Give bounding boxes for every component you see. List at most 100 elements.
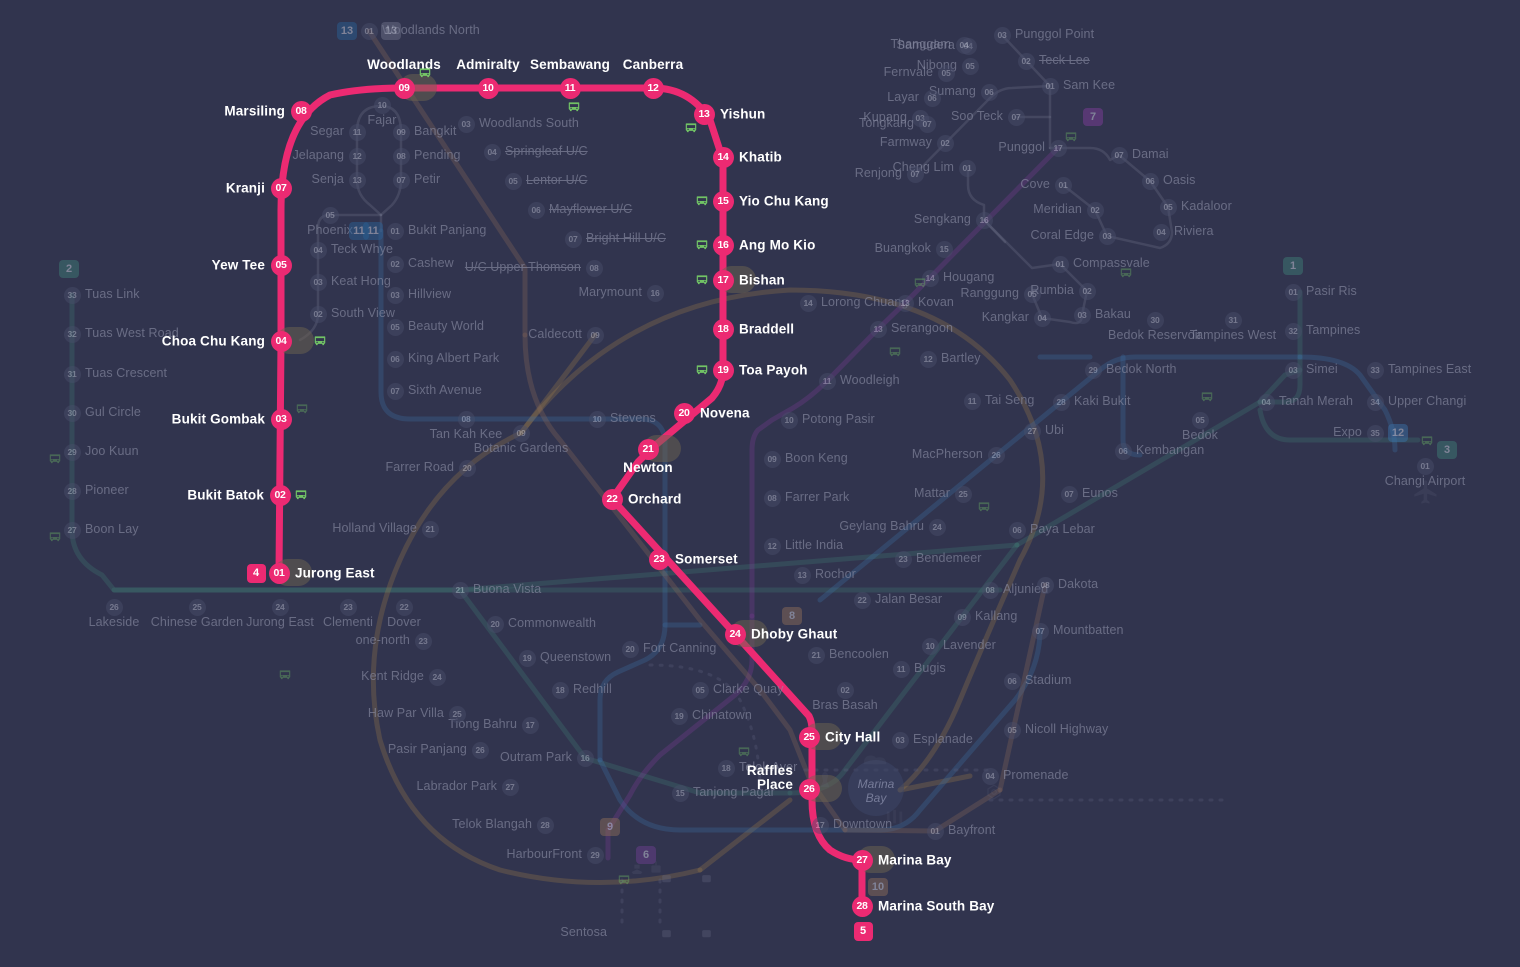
background-station-node[interactable]: 05	[961, 57, 979, 75]
background-station-node[interactable]: 07	[1031, 622, 1049, 640]
background-station-node[interactable]: 16	[975, 211, 993, 229]
background-station-node[interactable]: 05	[1159, 198, 1177, 216]
background-station-node[interactable]: 09	[392, 123, 410, 141]
background-station-node[interactable]: 09	[953, 608, 971, 626]
background-station-node[interactable]: 34	[1366, 393, 1384, 411]
background-station-node[interactable]: 07	[1007, 108, 1025, 126]
background-station-node[interactable]: 15	[671, 784, 689, 802]
background-station-node[interactable]: 09	[763, 450, 781, 468]
background-station-node[interactable]: 19	[518, 649, 536, 667]
nsl-station-node[interactable]: 17	[712, 269, 734, 291]
background-station-node[interactable]: 21	[421, 520, 439, 538]
background-station-node[interactable]: 26	[471, 741, 489, 759]
nsl-station-node[interactable]: 26	[798, 778, 820, 800]
background-station-node[interactable]: 01	[958, 159, 976, 177]
background-station-node[interactable]: 32	[1284, 322, 1302, 340]
background-station-node[interactable]: 01	[1041, 77, 1059, 95]
background-station-node[interactable]: 18	[551, 681, 569, 699]
background-station-node[interactable]: 15	[935, 240, 953, 258]
background-station-node[interactable]: 06	[386, 350, 404, 368]
background-station-node[interactable]: 12	[763, 537, 781, 555]
background-station-node[interactable]: 20	[621, 640, 639, 658]
background-station-node[interactable]: 25	[954, 485, 972, 503]
nsl-station-node[interactable]: 11	[559, 77, 581, 99]
background-station-node[interactable]: 06	[980, 83, 998, 101]
nsl-station-node[interactable]: 19	[712, 359, 734, 381]
background-station-node[interactable]: 35	[1366, 424, 1384, 442]
background-station-node[interactable]: 17	[521, 716, 539, 734]
background-station-node[interactable]: 08	[1036, 576, 1054, 594]
background-station-node[interactable]: 01	[1054, 176, 1072, 194]
nsl-station-node[interactable]: 24	[724, 623, 746, 645]
background-station-node[interactable]: 05	[321, 206, 339, 224]
background-station-node[interactable]: 01	[926, 822, 944, 840]
background-station-node[interactable]: 22	[853, 591, 871, 609]
background-station-node[interactable]: 19	[670, 707, 688, 725]
background-station-node[interactable]: 14	[921, 269, 939, 287]
background-station-node[interactable]: 06	[923, 89, 941, 107]
background-station-node[interactable]: 07	[1060, 485, 1078, 503]
background-station-node[interactable]: 03	[457, 115, 475, 133]
background-station-node[interactable]: 03	[911, 109, 929, 127]
background-station-node[interactable]: 28	[1052, 393, 1070, 411]
background-station-node[interactable]: 03	[309, 273, 327, 291]
background-station-node[interactable]: 13	[869, 320, 887, 338]
background-station-node[interactable]: 30	[1146, 311, 1164, 329]
background-station-node[interactable]: 10	[588, 410, 606, 428]
background-station-node[interactable]: 21	[807, 646, 825, 664]
nsl-station-node[interactable]: 22	[601, 488, 623, 510]
background-station-node[interactable]: 07	[564, 230, 582, 248]
background-station-node[interactable]: 32	[63, 325, 81, 343]
background-station-node[interactable]: 08	[457, 410, 475, 428]
background-station-node[interactable]: 03	[1073, 306, 1091, 324]
background-station-node[interactable]: 08	[763, 489, 781, 507]
background-station-node[interactable]: 01	[360, 22, 378, 40]
background-station-node[interactable]: 33	[1366, 361, 1384, 379]
background-station-node[interactable]: 06	[527, 201, 545, 219]
background-station-node[interactable]: 20	[486, 615, 504, 633]
background-station-node[interactable]: 16	[576, 749, 594, 767]
background-station-node[interactable]: 09	[512, 424, 530, 442]
nsl-station-node[interactable]: 21	[637, 438, 659, 460]
background-station-node[interactable]: 05	[1003, 721, 1021, 739]
background-station-node[interactable]: 03	[1284, 361, 1302, 379]
background-station-node[interactable]: 16	[646, 284, 664, 302]
background-station-node[interactable]: 04	[959, 37, 977, 55]
nsl-station-node[interactable]: 03	[270, 408, 292, 430]
background-station-node[interactable]: 04	[483, 143, 501, 161]
background-station-node[interactable]: 07	[392, 171, 410, 189]
nsl-station-node[interactable]: 15	[712, 190, 734, 212]
background-station-node[interactable]: 29	[63, 443, 81, 461]
background-station-node[interactable]: 02	[1078, 282, 1096, 300]
background-station-node[interactable]: 28	[536, 816, 554, 834]
background-station-node[interactable]: 01	[1051, 255, 1069, 273]
background-station-node[interactable]: 27	[63, 521, 81, 539]
background-station-node[interactable]: 26	[987, 446, 1005, 464]
background-station-node[interactable]: 12	[348, 147, 366, 165]
background-station-node[interactable]: 11	[963, 392, 981, 410]
background-station-node[interactable]: 01	[1416, 457, 1434, 475]
background-station-node[interactable]: 02	[309, 305, 327, 323]
nsl-station-node[interactable]: 16	[712, 234, 734, 256]
background-station-node[interactable]: 18	[717, 759, 735, 777]
background-station-node[interactable]: 13	[348, 171, 366, 189]
background-station-node[interactable]: 04	[981, 767, 999, 785]
background-station-node[interactable]: 12	[919, 350, 937, 368]
background-station-node[interactable]: 11	[818, 372, 836, 390]
background-station-node[interactable]: 13	[793, 566, 811, 584]
background-station-node[interactable]: 33	[63, 286, 81, 304]
nsl-station-node[interactable]: 14	[712, 146, 734, 168]
background-station-node[interactable]: 23	[894, 550, 912, 568]
nsl-station-node[interactable]: 05	[270, 254, 292, 276]
background-station-node[interactable]: 08	[585, 259, 603, 277]
background-station-node[interactable]: 04	[955, 36, 973, 54]
background-station-node[interactable]: 27	[501, 778, 519, 796]
nsl-station-node[interactable]: 01	[268, 562, 290, 584]
background-station-node[interactable]: 10	[373, 96, 391, 114]
nsl-station-node[interactable]: 02	[269, 484, 291, 506]
nsl-station-node[interactable]: 13	[693, 103, 715, 125]
background-station-node[interactable]: 30	[63, 404, 81, 422]
background-station-node[interactable]: 23	[414, 632, 432, 650]
background-station-node[interactable]: 25	[188, 598, 206, 616]
